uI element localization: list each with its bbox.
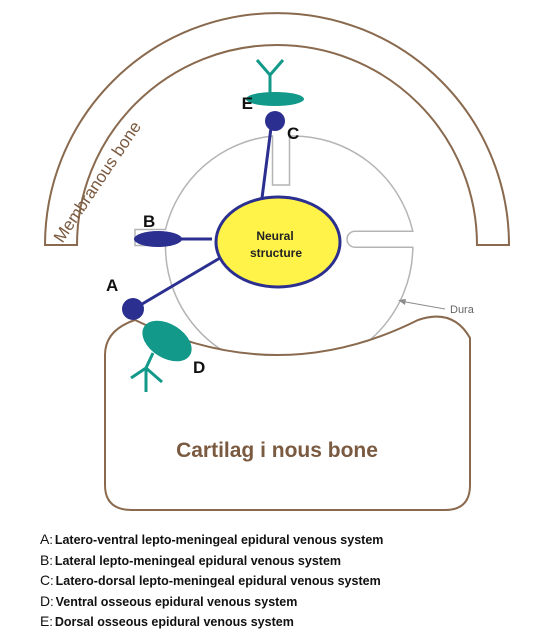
dura-pointer-line: [400, 301, 445, 309]
legend-item-b: B:Lateral lepto-meningeal epidural venou…: [40, 550, 540, 571]
legend-text: Latero-dorsal lepto-meningeal epidural v…: [56, 574, 381, 588]
vein-to-c: [262, 120, 272, 198]
legend-key: A: [40, 531, 49, 547]
label-b: B: [143, 212, 155, 231]
legend-text: Ventral osseous epidural venous system: [56, 595, 298, 609]
neural-structure-label-line2: structure: [250, 246, 302, 260]
dorsal-osseous-plexus: [246, 60, 304, 106]
legend-key: C: [40, 572, 50, 588]
node-b: [134, 231, 182, 247]
label-c: C: [287, 124, 299, 143]
legend-key: E: [40, 613, 49, 629]
legend-key: D: [40, 593, 50, 609]
neural-structure-label-line1: Neural: [256, 229, 293, 243]
node-c: [265, 111, 285, 131]
legend: A:Latero-ventral lepto-meningeal epidura…: [40, 529, 540, 632]
legend-text: Latero-ventral lepto-meningeal epidural …: [55, 533, 384, 547]
legend-item-e: E:Dorsal osseous epidural venous system: [40, 611, 540, 632]
legend-item-c: C:Latero-dorsal lepto-meningeal epidural…: [40, 570, 540, 591]
legend-item-d: D:Ventral osseous epidural venous system: [40, 591, 540, 612]
node-a: [122, 298, 144, 320]
legend-text: Lateral lepto-meningeal epidural venous …: [55, 554, 341, 568]
dura-label: Dura: [450, 304, 475, 316]
legend-item-a: A:Latero-ventral lepto-meningeal epidura…: [40, 529, 540, 550]
cartilaginous-bone-label: Cartilag i nous bone: [176, 439, 378, 462]
label-d: D: [193, 358, 205, 377]
label-e: E: [242, 94, 253, 113]
vein-to-a: [137, 258, 220, 307]
label-a: A: [106, 276, 118, 295]
legend-text: Dorsal osseous epidural venous system: [55, 615, 294, 629]
legend-key: B: [40, 552, 49, 568]
